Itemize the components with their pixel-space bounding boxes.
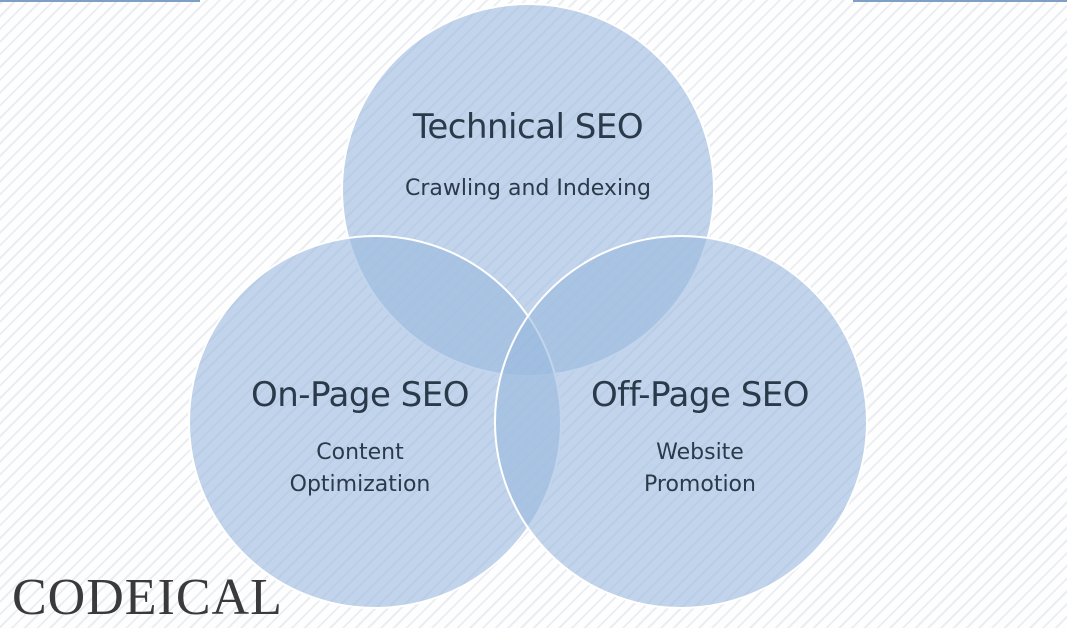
top-border-left bbox=[0, 0, 200, 2]
on-page-seo-subtitle-line-2: Optimization bbox=[289, 472, 431, 497]
technical-seo-title: Technical SEO bbox=[412, 107, 644, 147]
top-border-right bbox=[853, 0, 1067, 2]
off-page-seo-subtitle: Website Promotion bbox=[530, 437, 870, 501]
on-page-seo-subtitle: Content Optimization bbox=[190, 437, 530, 501]
technical-seo-subtitle: Crawling and Indexing bbox=[328, 173, 728, 205]
off-page-seo-subtitle-line-2: Promotion bbox=[644, 472, 756, 497]
circle-off-page-seo bbox=[494, 235, 868, 609]
technical-seo-subtitle-line: Crawling and Indexing bbox=[405, 176, 651, 201]
on-page-seo-label: On-Page SEO Content Optimization bbox=[190, 375, 530, 501]
off-page-seo-label: Off-Page SEO Website Promotion bbox=[530, 375, 870, 501]
on-page-seo-title: On-Page SEO bbox=[250, 375, 470, 415]
codeical-logo: CODEICAL bbox=[12, 569, 283, 626]
off-page-seo-subtitle-line-1: Website bbox=[656, 440, 744, 465]
off-page-seo-title: Off-Page SEO bbox=[590, 375, 810, 415]
technical-seo-label: Technical SEO Crawling and Indexing bbox=[328, 107, 728, 205]
on-page-seo-subtitle-line-1: Content bbox=[316, 440, 404, 465]
